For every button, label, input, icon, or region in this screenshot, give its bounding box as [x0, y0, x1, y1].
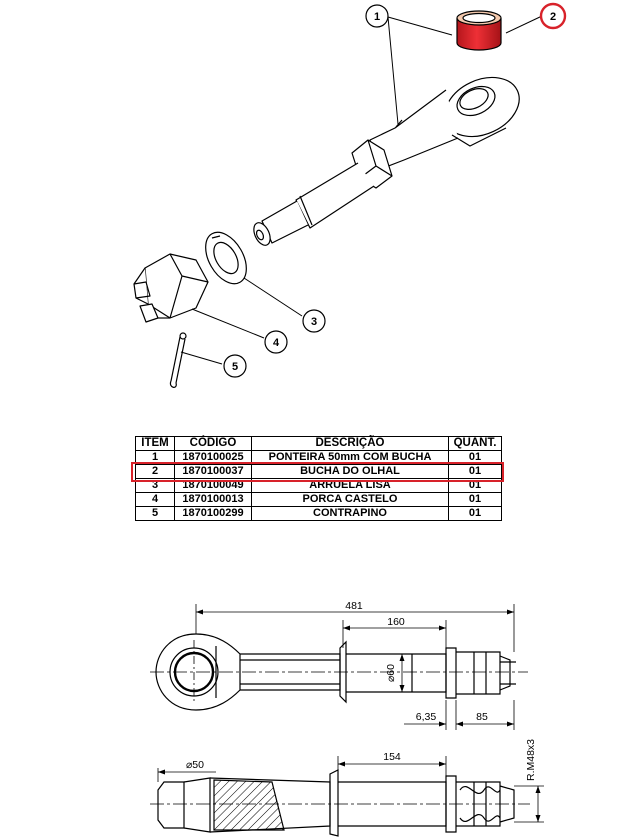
cell-item: 4 — [135, 492, 175, 507]
side-view-dimension-labels: ⌀50 154 R.M48x3 — [186, 739, 537, 781]
table-row: 5 1870100299 CONTRAPINO 01 — [135, 506, 502, 521]
cell-description: CONTRAPINO — [251, 506, 449, 521]
callout-4-label: 4 — [273, 337, 280, 349]
cell-description: PORCA CASTELO — [251, 492, 449, 507]
dim-shoulder: 6,35 — [416, 711, 437, 723]
callout-5: 5 — [223, 354, 247, 378]
dim-thread-spec: R.M48x3 — [525, 739, 537, 781]
leader-lines — [180, 15, 543, 365]
callout-4: 4 — [264, 330, 288, 354]
callout-1-label: 1 — [374, 11, 380, 23]
cell-code: 1870100299 — [174, 506, 252, 521]
table-row: 4 1870100013 PORCA CASTELO 01 — [135, 492, 502, 507]
highlight-row-box — [131, 462, 504, 482]
header-quantity: QUANT. — [448, 436, 502, 451]
cell-quantity: 01 — [448, 506, 502, 521]
bushing-part — [456, 10, 502, 51]
header-item: ITEM — [135, 436, 175, 451]
dim-shank-length: 160 — [387, 616, 405, 628]
cotter-pin-part — [169, 332, 187, 388]
dim-taper-length: 154 — [383, 751, 401, 763]
dim-thread-length: 85 — [476, 711, 488, 723]
dim-shank-diameter: ⌀60 — [385, 664, 397, 682]
front-view — [150, 633, 528, 711]
washer-part — [205, 231, 247, 285]
cell-code: 1870100013 — [174, 492, 252, 507]
callout-2-label: 2 — [550, 11, 556, 23]
callout-5-label: 5 — [232, 361, 238, 373]
callout-2: 2 — [539, 2, 567, 30]
rod-end-part — [253, 76, 520, 246]
exploded-view — [133, 10, 520, 388]
side-view-dimensions — [157, 756, 544, 823]
front-view-dimensions — [195, 604, 515, 730]
cell-item: 5 — [135, 506, 175, 521]
callout-1: 1 — [365, 4, 389, 28]
header-code: CÓDIGO — [174, 436, 252, 451]
table-header-row: ITEM CÓDIGO DESCRIÇÃO QUANT. — [135, 436, 502, 451]
dim-eye-bore: ⌀50 — [186, 759, 204, 771]
callout-3-label: 3 — [311, 316, 317, 328]
header-description: DESCRIÇÃO — [251, 436, 449, 451]
castle-nut-part — [133, 253, 209, 323]
callout-3: 3 — [302, 309, 326, 333]
cell-quantity: 01 — [448, 492, 502, 507]
dim-overall-length: 481 — [345, 600, 363, 612]
side-view — [150, 769, 530, 837]
front-view-dimension-labels: 481 160 ⌀60 6,35 85 — [345, 600, 488, 723]
